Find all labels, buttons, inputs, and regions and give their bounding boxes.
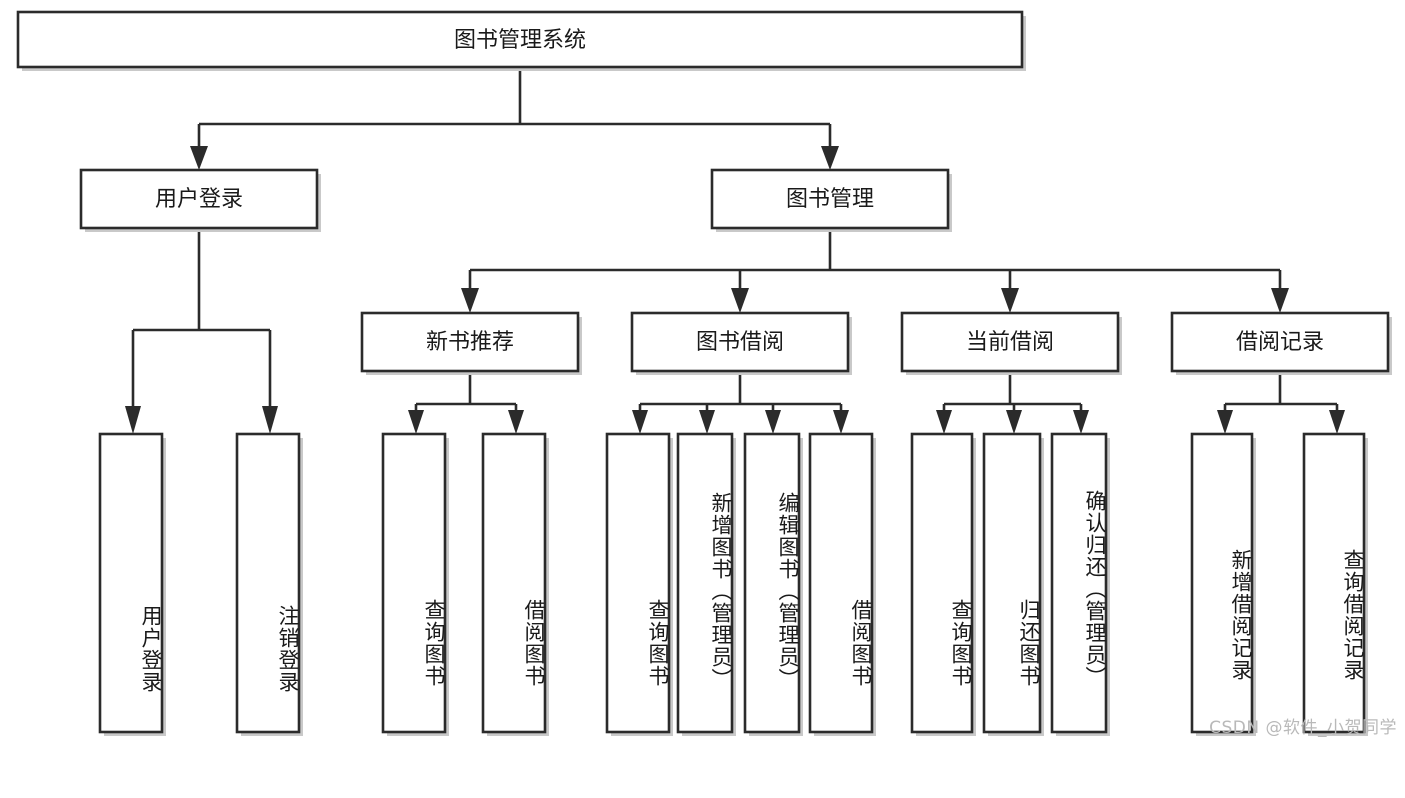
node-borrow[interactable]: 图书借阅 <box>630 311 852 375</box>
node-leaf-2[interactable] <box>235 432 303 736</box>
arrow-head-leaf-5 <box>632 410 648 434</box>
arrow-head-leaf-7 <box>765 410 781 434</box>
arrow-head-leaf-12 <box>1217 410 1233 434</box>
tree-diagram-svg: 图书管理系统 用户登录 图书管理 新书推荐 <box>16 10 1392 736</box>
node-leaf-10[interactable] <box>982 432 1044 736</box>
diagram-canvas: 图书管理系统 用户登录 图书管理 新书推荐 <box>16 10 1397 738</box>
node-root-label: 图书管理系统 <box>454 28 586 53</box>
node-leaf-9[interactable] <box>910 432 976 736</box>
node-newbook[interactable]: 新书推荐 <box>360 311 582 375</box>
node-leaf-4[interactable] <box>481 432 549 736</box>
arrow-head-leaf-11 <box>1073 410 1089 434</box>
node-leaf-5[interactable] <box>605 432 673 736</box>
nodes-layer: 图书管理系统 用户登录 图书管理 新书推荐 <box>16 10 1392 736</box>
arrow-head-leaf-8 <box>833 410 849 434</box>
node-borrow-label: 图书借阅 <box>696 330 784 355</box>
node-bookmgmt-label: 图书管理 <box>786 187 874 212</box>
arrow-head-leaf-2 <box>262 406 278 434</box>
node-login[interactable]: 用户登录 <box>79 168 321 232</box>
node-records[interactable]: 借阅记录 <box>1170 311 1392 375</box>
node-current[interactable]: 当前借阅 <box>900 311 1122 375</box>
arrow-head-leaf-4 <box>508 410 524 434</box>
node-leaf-12[interactable] <box>1190 432 1256 736</box>
node-leaf-3[interactable] <box>381 432 449 736</box>
arrow-head-records <box>1271 288 1289 313</box>
arrow-head-leaf-13 <box>1329 410 1345 434</box>
node-leaf-6[interactable] <box>676 432 736 736</box>
arrow-head-current <box>1001 288 1019 313</box>
arrow-head-borrow <box>731 288 749 313</box>
arrow-head-newbook <box>461 288 479 313</box>
arrow-head-bookmgmt <box>821 146 839 170</box>
node-leaf-1[interactable] <box>98 432 166 736</box>
arrow-head-leaf-3 <box>408 410 424 434</box>
node-newbook-label: 新书推荐 <box>426 330 514 355</box>
csdn-watermark: CSDN @软件_小贺同学 <box>1209 718 1397 738</box>
arrow-head-leaf-1 <box>125 406 141 434</box>
node-bookmgmt[interactable]: 图书管理 <box>710 168 952 232</box>
arrow-head-login <box>190 146 208 170</box>
edges-layer <box>125 67 1345 434</box>
node-root[interactable]: 图书管理系统 <box>16 10 1026 71</box>
node-leaf-13[interactable] <box>1302 432 1368 736</box>
arrow-head-leaf-9 <box>936 410 952 434</box>
node-records-label: 借阅记录 <box>1236 330 1324 355</box>
node-login-label: 用户登录 <box>155 187 243 212</box>
arrow-head-leaf-6 <box>699 410 715 434</box>
node-current-label: 当前借阅 <box>966 330 1054 355</box>
node-leaf-8[interactable] <box>808 432 876 736</box>
node-leaf-7[interactable] <box>743 432 803 736</box>
arrow-head-leaf-10 <box>1006 410 1022 434</box>
node-leaf-11[interactable] <box>1050 432 1110 736</box>
